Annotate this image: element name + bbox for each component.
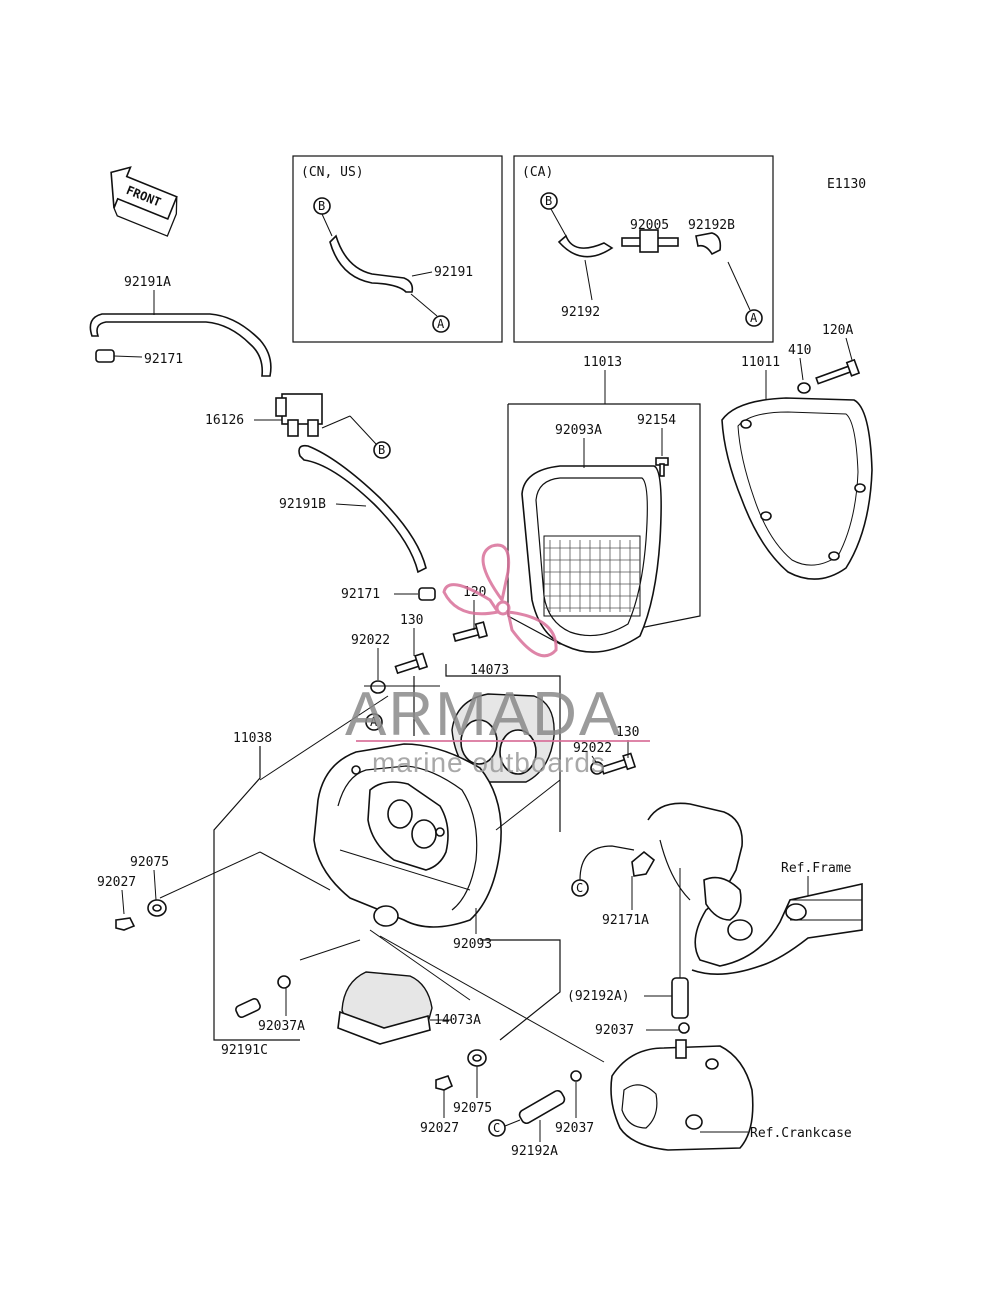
air-filter-element-icon: [521, 465, 662, 653]
label-92022-right: 92022: [573, 741, 612, 756]
variant-box-cn-us: (CN, US) B 92191 A: [292, 155, 503, 343]
label-92154: 92154: [637, 413, 676, 428]
label-92005: 92005: [630, 218, 669, 233]
clamp-92171-icon: [418, 587, 436, 601]
callout-a: A: [370, 715, 378, 729]
variant-box-ca: (CA) B 92192 92005 92192B A: [513, 155, 774, 343]
air-cleaner-cover-icon: [721, 397, 873, 580]
label-92192: 92192: [561, 305, 600, 320]
air-box-housing-icon: [313, 743, 502, 928]
frame-icon: [647, 802, 863, 975]
duct-14073a-icon: [337, 971, 433, 1045]
screw-92154-icon: [655, 457, 669, 477]
washer-92022-left-icon: [370, 680, 386, 694]
callout-b: B: [378, 443, 385, 457]
hose-92191a-icon: [89, 313, 272, 377]
label-92191b: 92191B: [279, 497, 326, 512]
label-14073: 14073: [470, 663, 509, 678]
clip-92037a-icon: [277, 975, 291, 989]
crankcase-icon: [610, 1039, 754, 1151]
label-92037-bottom: 92037: [555, 1121, 594, 1136]
label-92171-mid: 92171: [341, 587, 380, 602]
label-92191c: 92191C: [221, 1043, 268, 1058]
label-11038: 11038: [233, 731, 272, 746]
label-16126: 16126: [205, 413, 244, 428]
label-11011: 11011: [741, 355, 780, 370]
label-14073a: 14073A: [434, 1013, 481, 1028]
watermark-tagline: marine outboards: [372, 747, 606, 778]
valve-16126-icon: [275, 393, 323, 437]
washer-92022-right-icon: [590, 761, 604, 775]
callout-a: A: [437, 317, 445, 331]
hose-92192a-icon: [518, 1089, 566, 1125]
label-92022-left: 92022: [351, 633, 390, 648]
front-arrow-icon: FRONT: [110, 166, 178, 237]
hose-92191b-icon: [298, 444, 427, 574]
t-fitting-icon: [621, 229, 679, 253]
grommet-92075-icon: [147, 899, 167, 917]
hose-icon: [557, 234, 614, 258]
ref-crankcase-label: Ref.Crankcase: [750, 1126, 852, 1141]
bolt-130-left-icon: [394, 652, 429, 675]
callout-a: A: [750, 311, 758, 325]
callout-c: C: [576, 881, 583, 895]
label-92027-bottom: 92027: [420, 1121, 459, 1136]
hose-92191c-icon: [235, 998, 261, 1018]
label-130-right: 130: [616, 725, 639, 740]
callout-c: C: [493, 1121, 500, 1135]
label-92171a: 92171A: [602, 913, 649, 928]
label-92192a-bottom: 92192A: [511, 1144, 558, 1159]
label-130-left: 130: [400, 613, 423, 628]
ref-frame-label: Ref.Frame: [781, 861, 852, 876]
label-120a: 120A: [822, 323, 853, 338]
label-92192a-paren: (92192A): [567, 989, 630, 1004]
hose-92192a-icon: [671, 977, 689, 1019]
bolt-120-icon: [452, 621, 488, 643]
label-92191: 92191: [434, 265, 473, 280]
clip-92037-icon: [678, 1022, 690, 1034]
elbow-hose-icon: [695, 232, 722, 256]
washer-410-icon: [797, 382, 811, 394]
collar-92027-icon: [115, 917, 136, 931]
collar-92027-icon: [435, 1075, 454, 1091]
clamp-92171-icon: [95, 349, 115, 363]
diagram-code: E1130: [827, 177, 866, 192]
clip-92037-icon: [570, 1070, 582, 1082]
label-92075-left: 92075: [130, 855, 169, 870]
grommet-92075-icon: [467, 1049, 487, 1067]
callout-b: B: [545, 194, 552, 208]
variant-title-ca: (CA): [522, 165, 553, 180]
label-92191a: 92191A: [124, 275, 171, 290]
variant-title-cn-us: (CN, US): [301, 165, 364, 180]
label-92171-top: 92171: [144, 352, 183, 367]
bolt-120a-icon: [815, 358, 861, 385]
label-410: 410: [788, 343, 811, 358]
label-92075-bottom: 92075: [453, 1101, 492, 1116]
callout-b: B: [318, 199, 325, 213]
armada-watermark-logo: ARMADA marine outboards: [345, 543, 650, 778]
hose-icon: [329, 234, 414, 293]
clamp-92171a-icon: [631, 850, 656, 877]
watermark-brand: ARMADA: [345, 680, 622, 749]
label-92037a: 92037A: [258, 1019, 305, 1034]
label-92027-left: 92027: [97, 875, 136, 890]
label-92037-right: 92037: [595, 1023, 634, 1038]
label-11013: 11013: [583, 355, 622, 370]
label-92192b: 92192B: [688, 218, 735, 233]
label-92093: 92093: [453, 937, 492, 952]
label-92093a: 92093A: [555, 423, 602, 438]
